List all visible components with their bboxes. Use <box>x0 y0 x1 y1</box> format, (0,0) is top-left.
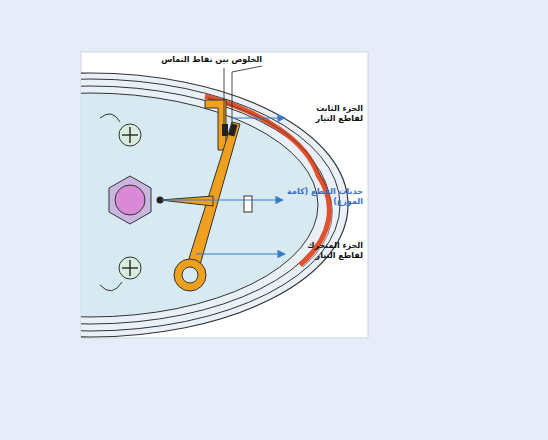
leader-line <box>232 66 262 72</box>
housing-ring <box>81 86 330 324</box>
pivot <box>174 259 206 291</box>
base-plate <box>81 93 318 317</box>
leader-arrow <box>162 199 283 200</box>
leader-arrow <box>232 117 285 118</box>
housing-ring <box>81 79 340 331</box>
housing-rim <box>81 73 348 337</box>
spring-terminal <box>244 196 252 212</box>
gap-marker <box>224 68 232 124</box>
distributor-cam <box>109 176 151 224</box>
gap-label: الخلوص بين نقاط التماس <box>150 55 262 65</box>
rubbing-block-arm <box>160 196 213 206</box>
contact-point <box>229 123 238 136</box>
leader-arrow <box>196 253 285 254</box>
pivot-pin <box>182 267 198 283</box>
part-label: الجزء الثابت لقاطع التيار <box>289 104 363 124</box>
contact-point <box>222 124 228 136</box>
cam-shaft <box>115 185 145 215</box>
screw <box>119 124 141 146</box>
part-label: حدبات القطع (كامة الموزع) <box>287 187 363 207</box>
screw <box>119 257 141 279</box>
part-label: الجزء المتحرك لقاطع التيار <box>289 241 363 261</box>
